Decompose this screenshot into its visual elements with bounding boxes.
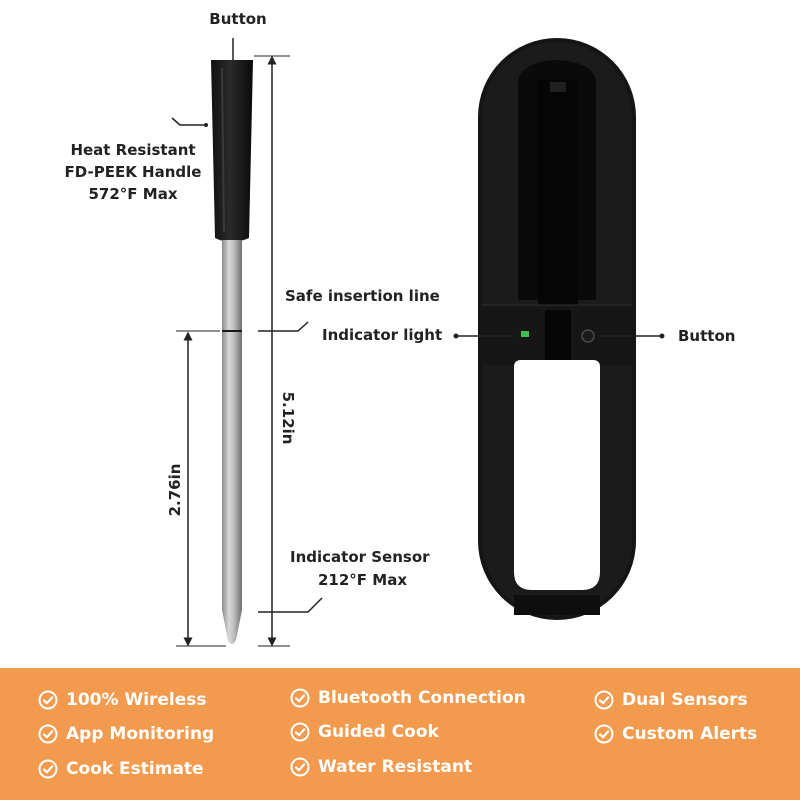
safe-insertion-leader	[258, 321, 309, 332]
check-circle-icon	[38, 690, 58, 710]
feature-item: Water Resistant	[290, 757, 472, 777]
feature-item: Dual Sensors	[594, 690, 748, 710]
safe-insertion-label: Safe insertion line	[285, 287, 440, 305]
button-right-leader-dot	[659, 333, 665, 339]
button-right-label: Button	[678, 327, 735, 345]
feature-item: Guided Cook	[290, 722, 439, 742]
handle-label-line3: 572°F Max	[88, 185, 177, 203]
indicator-light-leader-dot	[453, 333, 459, 339]
check-circle-icon	[38, 724, 58, 744]
feature-item: App Monitoring	[38, 724, 214, 744]
check-circle-icon	[290, 757, 310, 777]
handle-label-line2: FD-PEEK Handle	[65, 163, 202, 181]
button-top-label: Button	[209, 10, 266, 28]
charger-button[interactable]	[581, 329, 595, 343]
feature-label: Custom Alerts	[622, 724, 758, 744]
feature-label: Guided Cook	[318, 722, 439, 742]
feature-item: Cook Estimate	[38, 759, 204, 779]
feature-label: 100% Wireless	[66, 690, 207, 710]
check-circle-icon	[38, 759, 58, 779]
probe-handle	[211, 60, 253, 242]
handle-leader-dot	[204, 123, 208, 127]
feature-label: App Monitoring	[66, 724, 215, 744]
feature-item: Bluetooth Connection	[290, 688, 526, 708]
product-diagram: Button Heat Resistant FD-PEEK Handle 572…	[65, 10, 735, 647]
insert-length-label: 2.76in	[166, 464, 184, 517]
sensor-leader	[258, 597, 323, 613]
check-circle-icon	[290, 688, 310, 708]
feature-label: Water Resistant	[318, 757, 473, 777]
feature-item: Custom Alerts	[594, 724, 757, 744]
feature-label: Bluetooth Connection	[318, 688, 526, 708]
feature-label: Dual Sensors	[622, 690, 748, 710]
check-circle-icon	[594, 690, 614, 710]
handle-leader	[171, 117, 205, 126]
indicator-light-label: Indicator light	[322, 326, 442, 344]
charger-body	[478, 38, 636, 620]
handle-label-line1: Heat Resistant	[70, 141, 195, 159]
total-length-label: 5.12in	[279, 392, 297, 445]
feature-item: 100% Wireless	[38, 690, 207, 710]
probe-shaft	[222, 240, 242, 644]
indicator-light-led	[521, 331, 529, 337]
sensor-label-line2: 212°F Max	[318, 571, 407, 589]
check-circle-icon	[594, 724, 614, 744]
feature-band: 100% Wireless App Monitoring Cook Estima…	[0, 668, 800, 800]
check-circle-icon	[290, 722, 310, 742]
product-diagram-area: Button Heat Resistant FD-PEEK Handle 572…	[64, 10, 736, 647]
sensor-label-line1: Indicator Sensor	[290, 548, 430, 566]
feature-label: Cook Estimate	[66, 759, 204, 779]
